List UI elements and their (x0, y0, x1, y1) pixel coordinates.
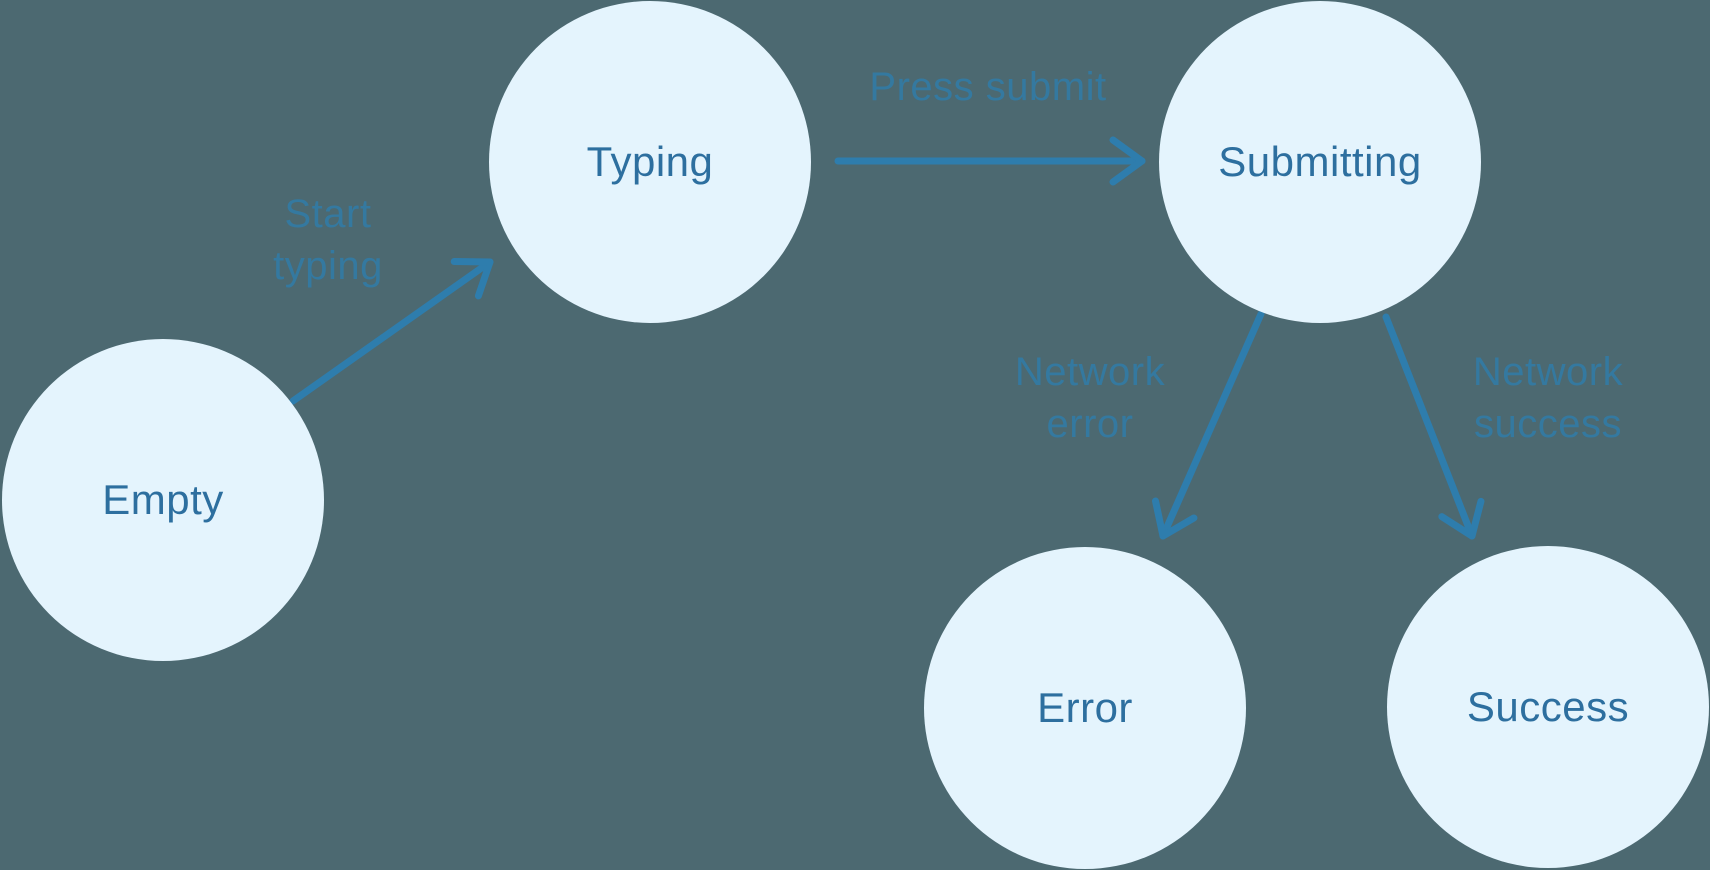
state-label-submitting: Submitting (1218, 138, 1422, 185)
state-node-typing: Typing (489, 1, 811, 323)
state-label-typing: Typing (586, 138, 714, 185)
state-label-empty: Empty (102, 476, 224, 523)
state-node-error: Error (924, 547, 1246, 869)
state-label-error: Error (1037, 684, 1133, 731)
transition-label-press-submit: Press submit (869, 65, 1107, 109)
arrow-submitting-to-success (1382, 313, 1485, 540)
state-node-submitting: Submitting (1159, 1, 1481, 323)
transition-label-network-error: Network error (1014, 350, 1166, 446)
arrow-empty-to-typing (289, 258, 494, 405)
transition-label-network-success: Network success (1472, 350, 1624, 446)
state-label-success: Success (1466, 683, 1630, 730)
state-node-empty: Empty (2, 339, 324, 661)
state-node-success: Success (1387, 546, 1709, 868)
arrow-submitting-to-error (1152, 310, 1265, 540)
transition-label-start-typing: Start typing (273, 192, 383, 288)
